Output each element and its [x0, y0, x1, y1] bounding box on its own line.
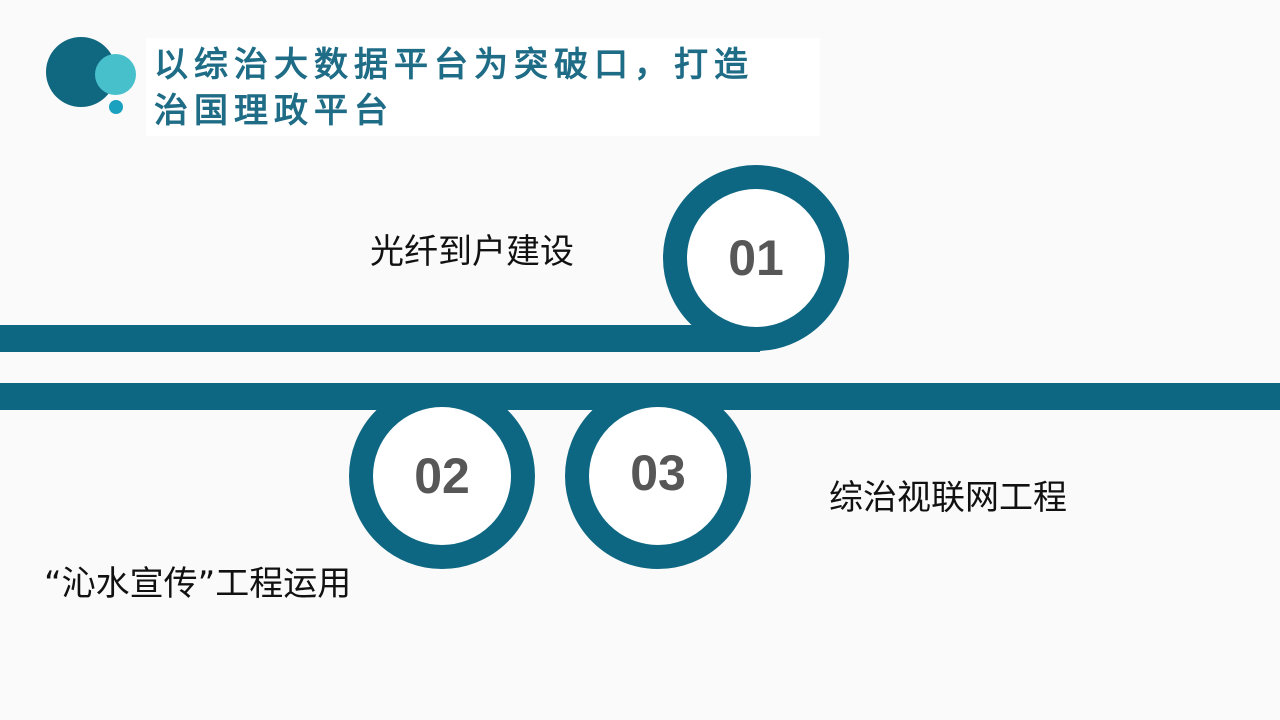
upper-timeline-bar — [0, 325, 760, 352]
title-background — [146, 38, 820, 136]
step-01-ring: 01 — [663, 165, 849, 351]
step-01-label: 光纤到户建设 — [370, 232, 574, 272]
step-03-ring: 03 — [565, 383, 751, 569]
step-02-ring: 02 — [349, 383, 535, 569]
medium-circle-decoration — [95, 54, 136, 95]
step-02-number: 02 — [414, 448, 470, 504]
step-01-number: 01 — [728, 230, 784, 286]
step-03-number: 03 — [630, 445, 686, 501]
small-circle-decoration — [109, 100, 123, 114]
step-02-label: “沁水宣传”工程运用 — [44, 564, 352, 604]
title-line-2: 治国理政平台 — [154, 91, 394, 131]
title-line-1: 以综治大数据平台为突破口，打造 — [154, 45, 754, 85]
step-03-label: 综治视联网工程 — [829, 478, 1067, 518]
